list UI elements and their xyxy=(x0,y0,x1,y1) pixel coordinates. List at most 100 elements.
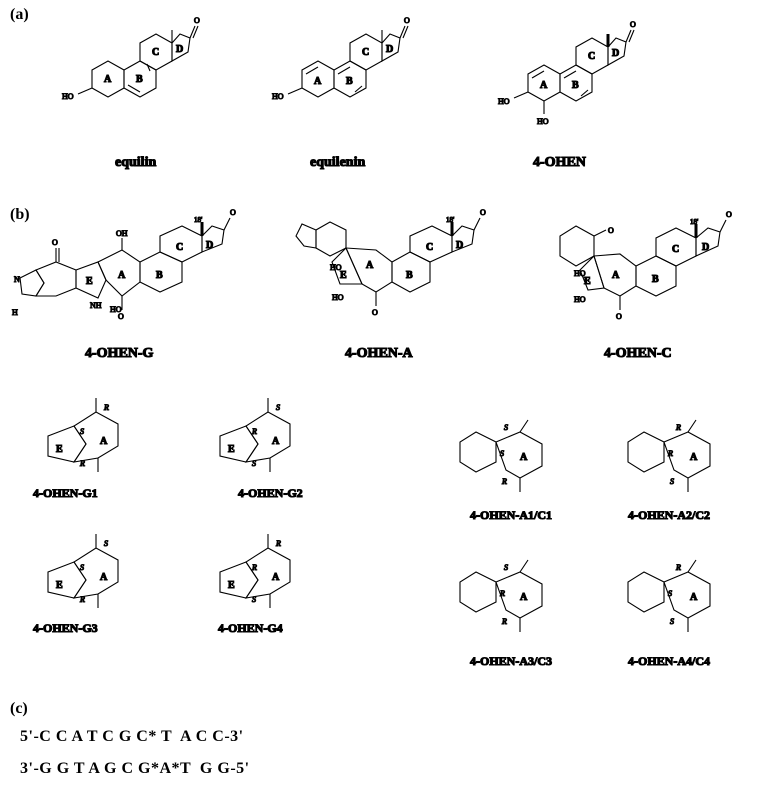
h-label: H xyxy=(12,308,18,317)
ring-a-label: A xyxy=(366,260,374,271)
stereoisomer-name-g1: 4-OHEN-G1 xyxy=(33,486,98,500)
me-label: 18' xyxy=(690,218,698,226)
adduct-name-4-ohen-g: 4-OHEN-G xyxy=(85,346,154,361)
fragment-g3 xyxy=(47,534,119,608)
compound-name-equilin: equilin xyxy=(115,155,156,170)
stereo-r: R xyxy=(251,427,257,436)
stereo-s: S xyxy=(670,617,674,626)
stereoisomer-name-a3-c3: 4-OHEN-A3/C3 xyxy=(470,654,552,668)
oxo-label: O xyxy=(230,208,236,217)
stereo-s: S xyxy=(104,539,108,548)
ho-label: HO xyxy=(332,293,344,302)
stereo-s: S xyxy=(504,563,508,572)
oxo-label: O xyxy=(480,208,486,217)
stereo-r: R xyxy=(79,459,85,468)
ring-d-label: D xyxy=(386,44,393,55)
structure-4-ohen xyxy=(513,29,635,114)
oxo-label: O xyxy=(726,210,732,219)
oxo-label: O xyxy=(630,20,636,29)
fragment-a4-c4 xyxy=(627,559,711,632)
ho-label: HO xyxy=(62,92,74,101)
stereo-r: R xyxy=(79,595,85,604)
stereo-s: S xyxy=(80,427,84,436)
ring-e-label: E xyxy=(86,276,93,287)
oxo-label: O xyxy=(194,16,200,25)
ring-c-label: C xyxy=(672,244,679,255)
oh-label: OH xyxy=(116,229,128,238)
dna-strand-bottom: 3'-G G T A G C G*A*T G G-5' xyxy=(20,760,250,777)
stereo-r: R xyxy=(251,563,257,572)
fragment-g2 xyxy=(219,398,291,472)
stereo-r: R xyxy=(667,449,673,458)
ring-b-label: B xyxy=(572,80,579,91)
ring-b-label: B xyxy=(136,74,143,85)
stereo-s: S xyxy=(670,477,674,486)
stereo-r: R xyxy=(675,563,681,572)
structure-equilenin xyxy=(287,25,409,98)
ring-c-label: C xyxy=(426,242,433,253)
ring-d-label: D xyxy=(206,240,213,251)
ring-b-label: B xyxy=(346,76,353,87)
oxo-label: O xyxy=(118,312,124,321)
stereo-r: R xyxy=(103,403,109,412)
ring-d-label: D xyxy=(702,242,709,253)
stereo-s: S xyxy=(276,403,280,412)
stereoisomer-name-a1-c1: 4-OHEN-A1/C1 xyxy=(470,508,552,522)
ring-a-label: A xyxy=(100,436,108,447)
adduct-name-4-ohen-a: 4-OHEN-A xyxy=(345,346,414,361)
stereoisomer-name-g2: 4-OHEN-G2 xyxy=(238,486,303,500)
ho-label: HO xyxy=(272,92,284,101)
ring-a-label: A xyxy=(272,572,280,583)
ring-e-label: E xyxy=(56,580,63,591)
oxo-label: O xyxy=(404,16,410,25)
ring-a-label: A xyxy=(104,74,112,85)
ho-label: HO xyxy=(498,97,510,106)
ring-b-label: B xyxy=(652,274,659,285)
stereo-s: S xyxy=(504,423,508,432)
stereoisomer-name-g4: 4-OHEN-G4 xyxy=(218,621,283,635)
stereo-s: S xyxy=(500,449,504,458)
fragment-g1 xyxy=(47,398,119,472)
ring-c-label: C xyxy=(176,242,183,253)
stereo-s: S xyxy=(252,595,256,604)
fragment-a1-c1 xyxy=(459,419,543,492)
nh-label: NH xyxy=(90,301,102,310)
ring-a-label: A xyxy=(314,76,322,87)
oxo-label: O xyxy=(616,312,622,321)
structure-4-ohen-c xyxy=(559,219,727,310)
ring-d-label: D xyxy=(176,44,183,55)
ring-a-label: A xyxy=(690,592,698,603)
ring-e-label: E xyxy=(584,276,591,287)
dna-strand-top: 5'-C C A T C G C* T A C C-3' xyxy=(20,728,244,745)
ring-d-label: D xyxy=(456,240,463,251)
ring-e-label: E xyxy=(56,444,63,455)
stereo-r: R xyxy=(501,477,507,486)
ring-a-label: A xyxy=(118,270,126,281)
structure-equilin xyxy=(77,25,199,98)
me-label: 18' xyxy=(446,216,454,224)
oxo-label: O xyxy=(608,226,614,235)
ring-a-label: A xyxy=(100,572,108,583)
stereoisomer-name-g3: 4-OHEN-G3 xyxy=(33,621,98,635)
panel-b-label: (b) xyxy=(10,206,30,223)
ring-a-label: A xyxy=(540,80,548,91)
ring-a-label: A xyxy=(690,452,698,463)
compound-name-equilenin: equilenin xyxy=(310,155,365,170)
structure-4-ohen-a xyxy=(295,217,481,306)
oxo-label: O xyxy=(52,238,58,247)
stereo-s: S xyxy=(668,589,672,598)
stereo-s: S xyxy=(252,459,256,468)
oxo-label: O xyxy=(372,308,378,317)
structure-4-ohen-g xyxy=(19,217,231,310)
stereo-r: R xyxy=(501,617,507,626)
panel-c-label: (c) xyxy=(10,700,28,717)
stereo-r: R xyxy=(499,589,505,598)
ring-b-label: B xyxy=(156,270,163,281)
stereo-s: S xyxy=(80,563,84,572)
ring-e-label: E xyxy=(340,270,347,281)
ho-label: HO xyxy=(537,117,549,126)
ring-a-label: A xyxy=(612,270,620,281)
stereo-r: R xyxy=(275,539,281,548)
ring-c-label: C xyxy=(152,47,159,58)
